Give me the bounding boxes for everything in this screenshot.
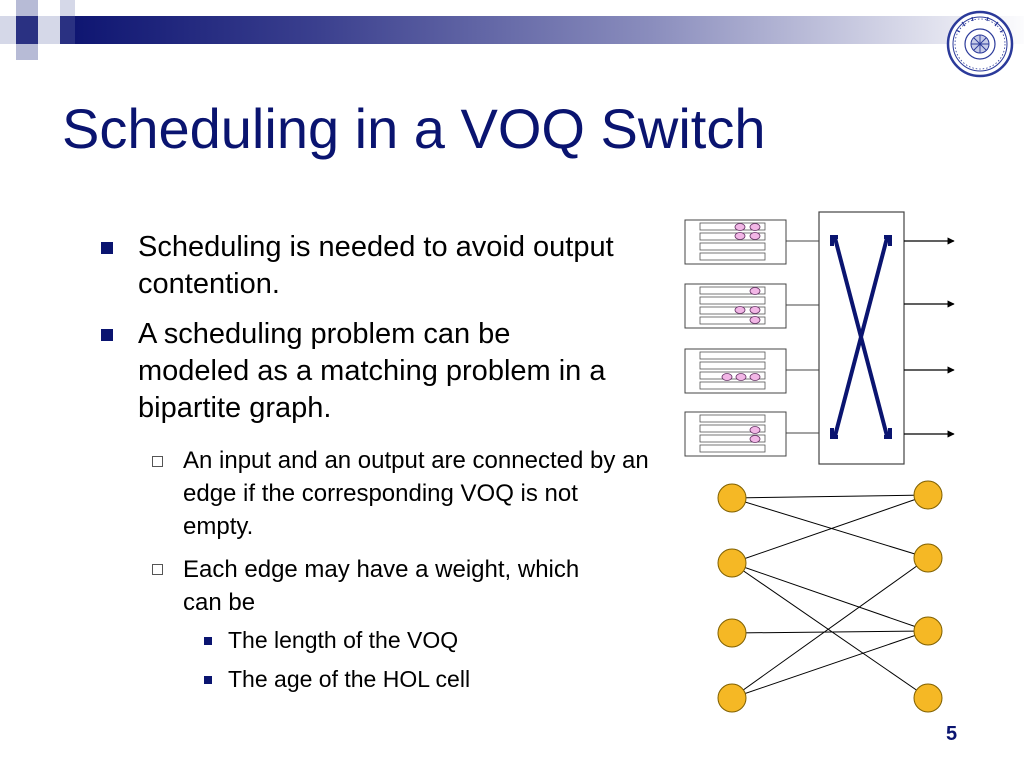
voq-cell (749, 316, 761, 324)
output-node (913, 683, 943, 713)
voq-cell (734, 223, 746, 231)
bipartite-edge (731, 562, 929, 699)
input-node (717, 683, 747, 713)
voq-row (699, 306, 766, 315)
voq-inputs (684, 219, 819, 457)
voq-cell (734, 232, 746, 240)
slide-title: Scheduling in a VOQ Switch (62, 97, 766, 160)
bipartite-edge (731, 562, 929, 632)
square-bullet-icon (101, 329, 113, 341)
voq-row (699, 424, 766, 433)
sub-bullet-item: An input and an output are connected by … (183, 447, 649, 540)
square-bullet-icon (101, 242, 113, 254)
bullet-item: Scheduling is needed to avoid output con… (138, 231, 614, 300)
voq-input-queue (684, 348, 819, 394)
sub-sub-bullet-item: The age of the HOL cell (228, 666, 471, 692)
input-node (717, 618, 747, 648)
corner-square-decoration (0, 16, 16, 44)
voq-row (699, 242, 766, 251)
voq-cell (749, 373, 761, 381)
small-square-bullet-icon (204, 637, 212, 645)
voq-row (699, 361, 766, 370)
voq-row (699, 296, 766, 305)
voq-row (699, 316, 766, 325)
crossbar-connection-x (830, 235, 892, 439)
hollow-square-bullet-icon (152, 564, 163, 575)
corner-square-decoration (16, 44, 38, 60)
voq-cell (749, 435, 761, 443)
bipartite-nodes (717, 480, 943, 713)
voq-cell (735, 373, 747, 381)
voq-row (699, 232, 766, 241)
voq-input-queue (684, 411, 819, 457)
university-seal-logo-icon (946, 10, 1014, 78)
hollow-square-bullet-icon (152, 456, 163, 467)
voq-input-queue (684, 283, 819, 329)
input-node (717, 548, 747, 578)
voq-row (699, 286, 766, 295)
input-node (717, 483, 747, 513)
output-arrows (904, 237, 955, 438)
voq-input-queue (684, 219, 819, 265)
small-square-bullet-icon (204, 676, 212, 684)
corner-square-decoration (16, 16, 38, 44)
voq-row (699, 371, 766, 380)
bullet-item: A scheduling problem can be modeled as a… (138, 318, 606, 424)
voq-cell (749, 287, 761, 295)
corner-square-decoration (38, 44, 60, 60)
corner-square-decoration (38, 16, 60, 44)
voq-cell (721, 373, 733, 381)
voq-row (699, 444, 766, 453)
voq-row (699, 351, 766, 360)
corner-square-decoration (60, 16, 75, 44)
voq-row (699, 434, 766, 443)
bipartite-edges (731, 494, 929, 699)
bipartite-edge (731, 630, 929, 699)
voq-cell (749, 306, 761, 314)
voq-cell (734, 306, 746, 314)
voq-cell (749, 223, 761, 231)
bipartite-edge (731, 557, 929, 699)
corner-square-decoration (38, 0, 60, 16)
bipartite-edge (731, 494, 929, 564)
sub-sub-bullet-item: The length of the VOQ (228, 627, 459, 653)
voq-cell (749, 426, 761, 434)
output-node (913, 543, 943, 573)
corner-square-decoration (16, 0, 38, 16)
voq-row (699, 222, 766, 231)
voq-row (699, 381, 766, 390)
page-number: 5 (946, 723, 958, 745)
bipartite-edge (731, 497, 929, 559)
voq-row (699, 414, 766, 423)
output-node (913, 616, 943, 646)
voq-cell (749, 232, 761, 240)
header-gradient-bar (75, 16, 1024, 44)
voq-row (699, 252, 766, 261)
bipartite-edge (731, 630, 929, 634)
corner-square-decoration (60, 0, 75, 16)
output-node (913, 480, 943, 510)
sub-bullet-item: Each edge may have a weight, which can b… (183, 556, 580, 616)
bipartite-edge (731, 494, 929, 499)
